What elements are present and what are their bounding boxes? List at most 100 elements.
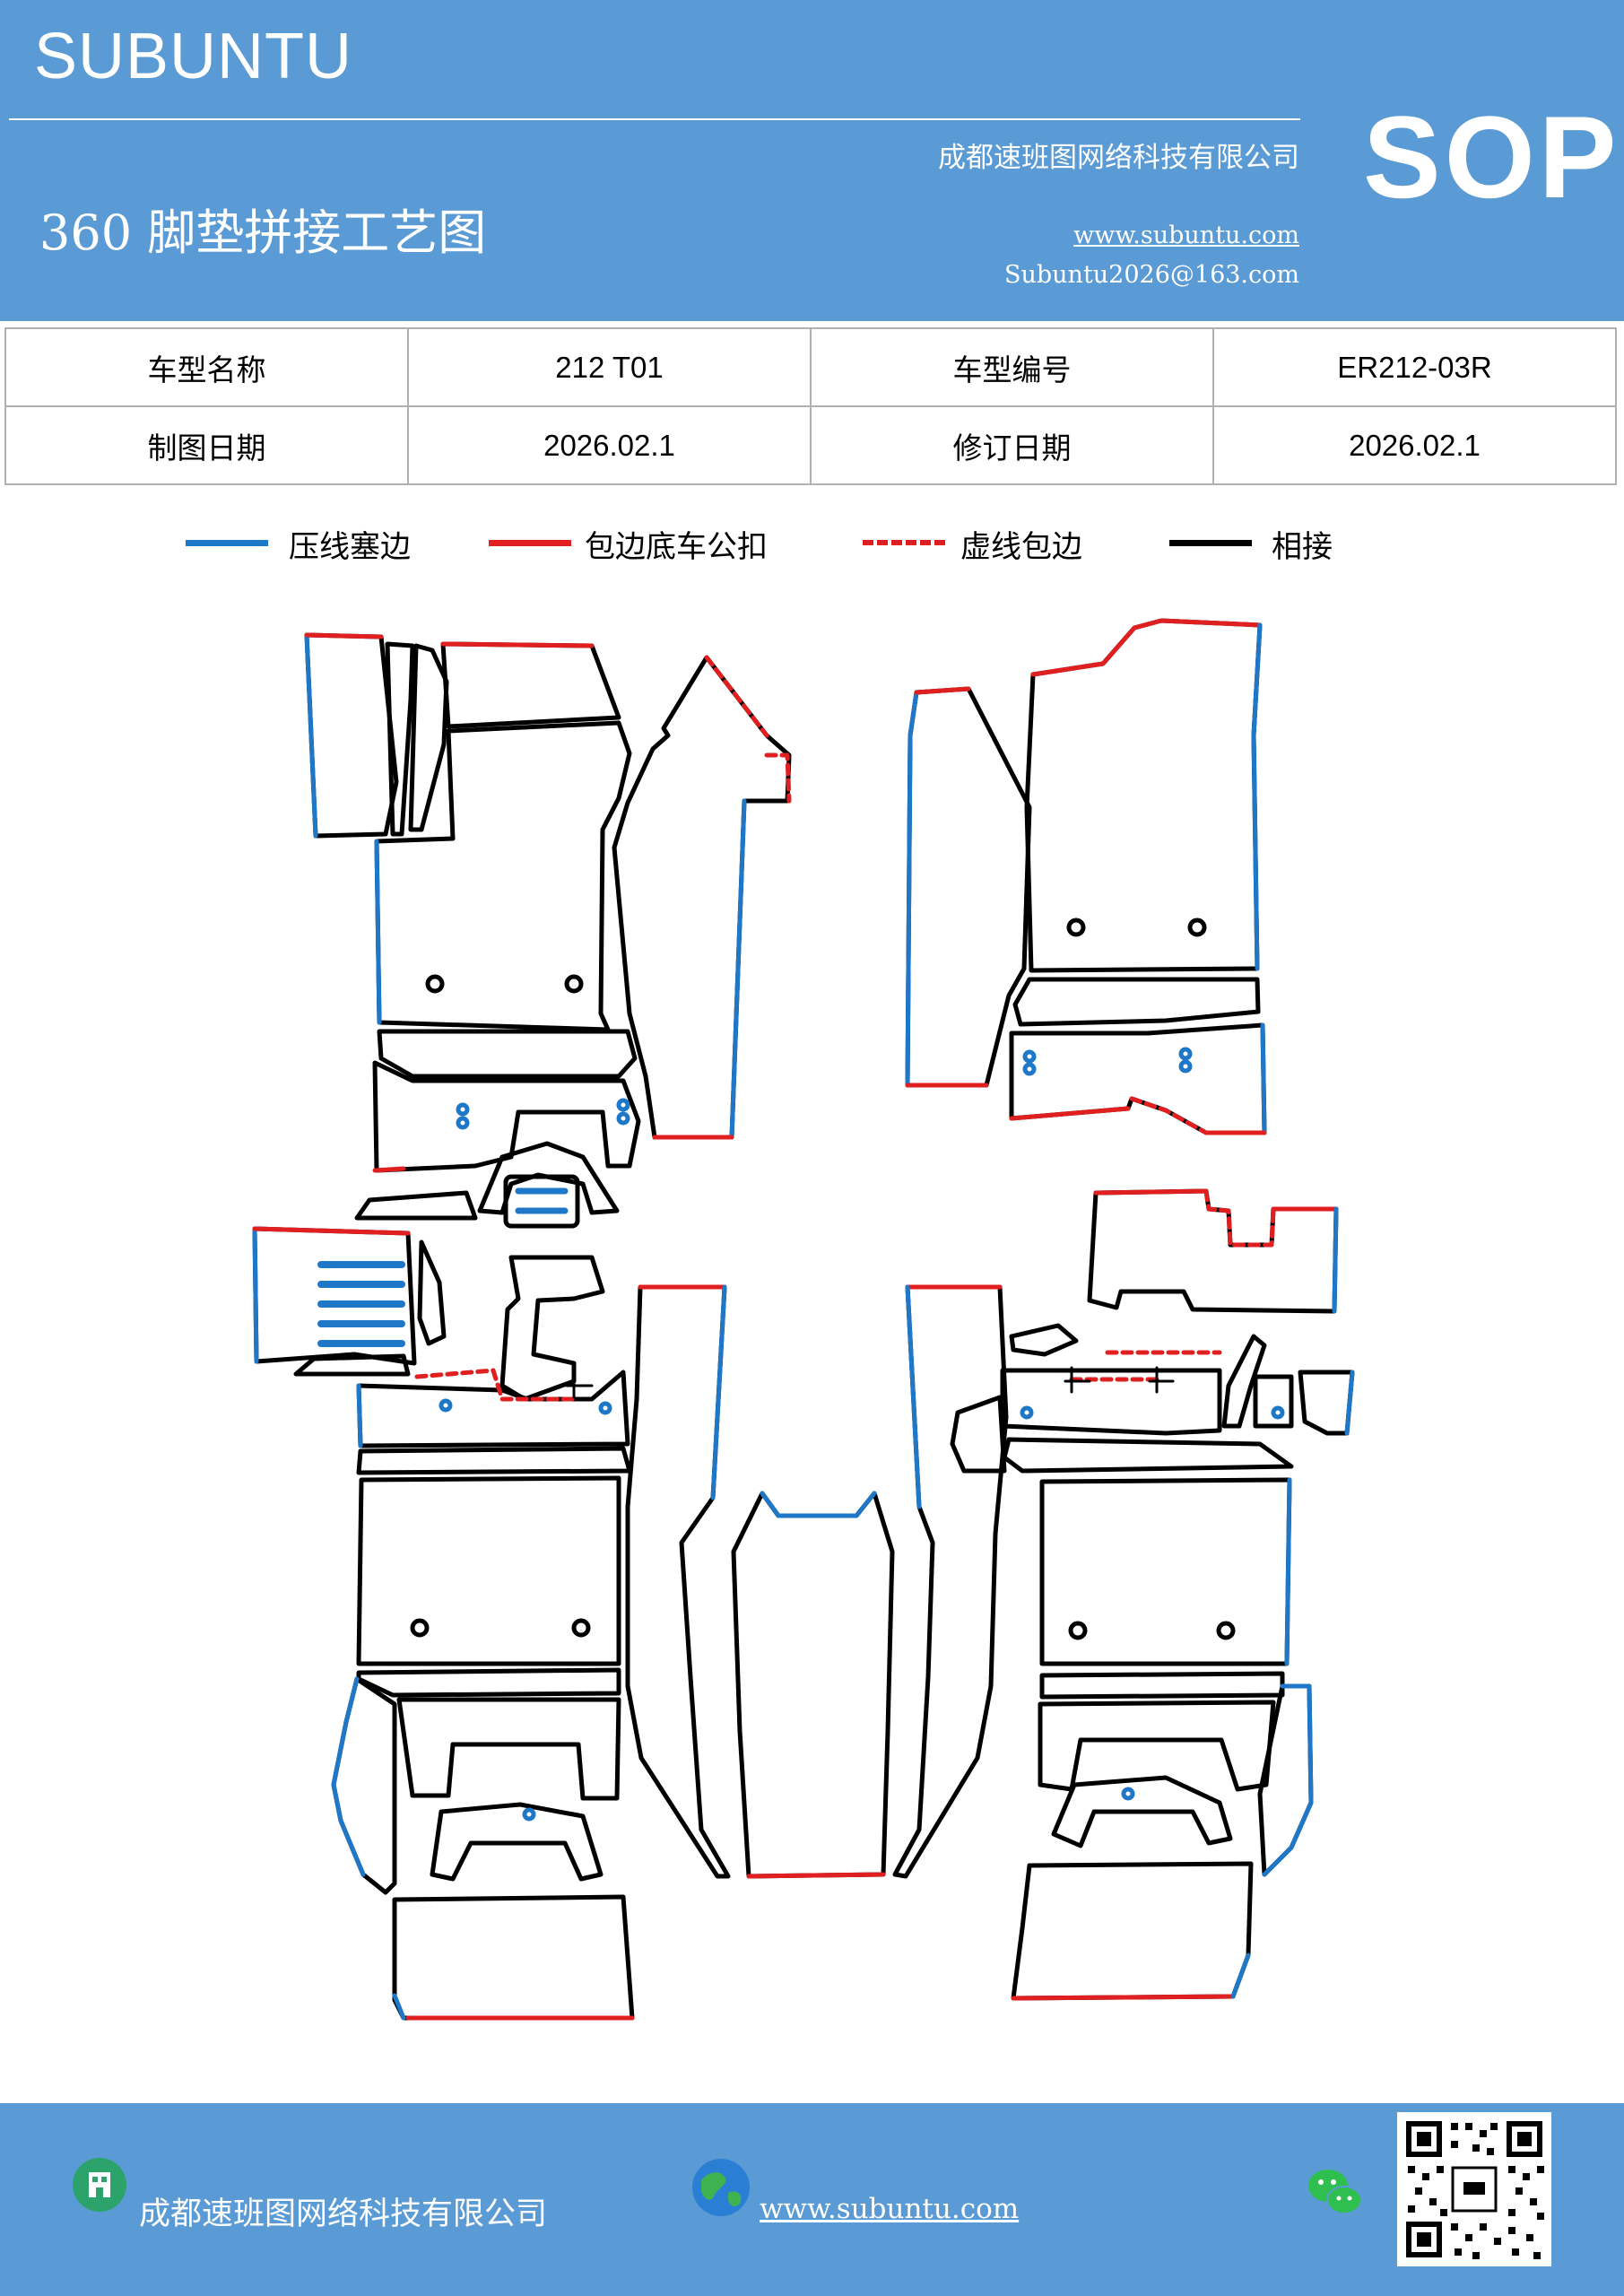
edge-red <box>746 1872 886 1879</box>
edge-red-dashed <box>414 1368 577 1402</box>
panel-rocker-2 <box>372 1060 641 1173</box>
panel-upper-wing <box>1009 1323 1079 1357</box>
edge-blue <box>1262 1683 1314 1877</box>
edge-red <box>440 641 595 648</box>
edge-blue <box>304 632 318 839</box>
panel-rear-arch <box>430 1802 604 1882</box>
edge-blue <box>905 690 919 1088</box>
edge-red-dashed <box>1129 1096 1209 1135</box>
legend-swatch-press-line <box>186 540 268 546</box>
clip-blue <box>439 1398 453 1413</box>
document-title: 360 脚垫拼接工艺图 <box>39 204 487 261</box>
footer-banner: 成都速班图网络科技有限公司 www.subuntu.com <box>0 2103 1624 2296</box>
panel-rear-tunnel <box>1038 1700 1276 1792</box>
model-name-label: 车型名称 <box>4 327 409 407</box>
piece-rear-left <box>252 1226 635 2021</box>
qr-code[interactable] <box>1397 2112 1551 2266</box>
heel-pad-stripe <box>515 1187 569 1214</box>
panel-main <box>374 720 632 1032</box>
hole <box>1068 1621 1088 1640</box>
clip-blue <box>1271 1405 1285 1420</box>
footer-website-link[interactable]: www.subuntu.com <box>760 2193 1020 2225</box>
buckle-mark <box>565 1375 594 1399</box>
hole <box>1187 918 1207 937</box>
edge-red <box>1093 1188 1209 1196</box>
panel-pillar <box>1221 1334 1267 1429</box>
panel-rear-main <box>356 1475 621 1666</box>
sop-badge: SOP <box>1363 91 1620 222</box>
clip-blue <box>1022 1062 1037 1076</box>
edge-blue <box>905 1284 922 1509</box>
wechat-icon <box>1308 2170 1362 2214</box>
panel-rear-arch <box>1051 1775 1233 1848</box>
edge-red <box>1030 618 1263 677</box>
edge-blue <box>760 1491 877 1518</box>
legend-swatch-binding <box>489 540 571 546</box>
clip-blue <box>1178 1059 1193 1074</box>
panel-strip-2 <box>385 641 415 837</box>
piece-rear-right <box>950 1188 1355 2001</box>
panel-floor-strip <box>356 1446 632 1475</box>
clip-blue <box>598 1401 612 1415</box>
edge-blue <box>392 1993 406 2021</box>
buckle-mark <box>1064 1366 1175 1394</box>
hole <box>425 974 445 994</box>
edge-blue <box>1251 622 1263 971</box>
piece-center-tunnel <box>625 1284 1009 1879</box>
header-banner: SUBUNTU 成都速班图网络科技有限公司 360 脚垫拼接工艺图 www.su… <box>0 0 1624 321</box>
hole <box>564 974 584 994</box>
panel-right-rail <box>892 1284 1009 1879</box>
panel-upper <box>440 641 621 729</box>
edge-red <box>304 632 384 639</box>
hole <box>571 1618 591 1638</box>
legend: 压线塞边 包边底车公扣 虚线包边 相接 <box>0 520 1624 574</box>
panel-door-strip <box>304 632 399 839</box>
edge-blue <box>1344 1370 1355 1436</box>
header-email[interactable]: Subuntu2026@163.com <box>1004 261 1299 289</box>
globe-icon <box>692 2159 750 2216</box>
revision-date-value: 2026.02.1 <box>1212 405 1617 485</box>
panel-rear-lower <box>356 1667 621 1698</box>
vehicle-info-table: 车型名称 212 T01 车型编号 ER212-03R 制图日期 2026.02… <box>4 327 1617 485</box>
panel-side-flap <box>1298 1370 1355 1436</box>
panel-left-rail <box>625 1284 731 1879</box>
edge-blue <box>356 1383 363 1448</box>
clip-blue <box>1121 1787 1135 1801</box>
panel-floor-top <box>356 1370 630 1448</box>
panel-rear-lower <box>1039 1671 1285 1700</box>
legend-label-binding: 包边底车公扣 <box>585 529 768 565</box>
legend-swatch-joint <box>1169 540 1252 546</box>
panel-rear-heel <box>392 1894 635 2021</box>
panel-pillar <box>417 1239 447 1346</box>
panel-floor-curve <box>950 1395 1007 1474</box>
hole <box>1066 918 1086 937</box>
legend-swatch-dashed-binding <box>863 540 945 545</box>
clip-blue <box>616 1111 630 1126</box>
edge-blue <box>1284 1477 1292 1666</box>
edge-blue <box>331 1676 366 1877</box>
edge-blue <box>1260 1022 1267 1135</box>
edge-red <box>252 1226 411 1236</box>
clip-blue <box>456 1116 470 1130</box>
clip-blue <box>616 1098 630 1112</box>
hole <box>410 1618 430 1638</box>
model-code-label: 车型编号 <box>810 327 1214 407</box>
clip-blue <box>1020 1405 1034 1420</box>
panel-side-lower <box>331 1676 397 1895</box>
legend-label-press-line: 压线塞边 <box>289 529 411 565</box>
header-website-link[interactable]: www.subuntu.com <box>1073 222 1299 249</box>
edge-blue <box>729 798 747 1140</box>
panel-flap-tail <box>293 1353 411 1377</box>
legend-label-dashed-binding: 虚线包边 <box>960 529 1082 565</box>
clip-blue <box>522 1807 536 1822</box>
piece-front-left <box>304 632 792 1229</box>
edge-blue <box>374 839 382 1025</box>
clip-blue <box>1022 1049 1037 1064</box>
model-code-value: ER212-03R <box>1212 327 1617 407</box>
panel-rocker-1 <box>1012 977 1261 1027</box>
footer-company: 成都速班图网络科技有限公司 <box>139 2196 548 2232</box>
panel-rear-tunnel <box>396 1697 621 1801</box>
edge-red-dashed <box>764 752 792 804</box>
edge-blue <box>1230 1952 1251 1999</box>
